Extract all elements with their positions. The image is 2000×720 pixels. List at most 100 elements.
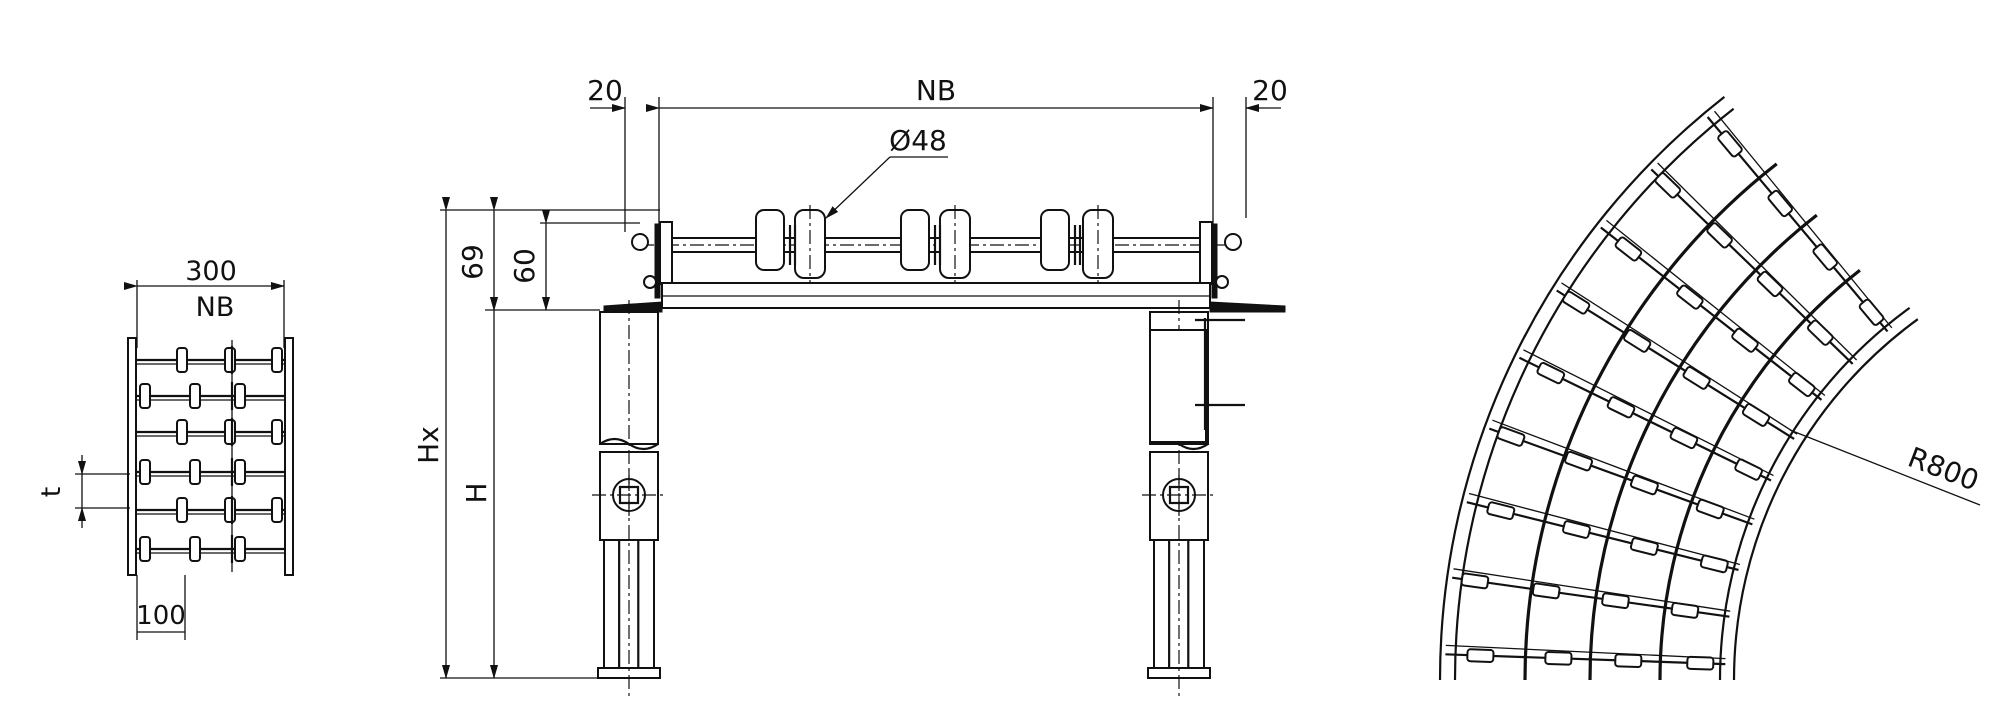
curve-wheel bbox=[1460, 572, 1490, 590]
right-base-plate bbox=[1209, 301, 1286, 313]
wheel bbox=[224, 347, 236, 373]
dim-span-nb: NB bbox=[916, 74, 956, 107]
wheel bbox=[189, 459, 201, 485]
curve-wheel bbox=[1695, 498, 1725, 520]
dim-nb-left: NB bbox=[196, 292, 235, 323]
inner-rail-outer bbox=[1732, 318, 1919, 681]
curve-wheel bbox=[1858, 298, 1885, 326]
dim-pitch-t: t bbox=[36, 487, 67, 498]
curve-wheel bbox=[1606, 396, 1636, 419]
wheel bbox=[224, 497, 236, 523]
dim-offset-100: 100 bbox=[136, 601, 186, 631]
dim-height-69: 69 bbox=[456, 244, 489, 280]
curve-wheel bbox=[1767, 189, 1793, 218]
curve-wheel bbox=[1717, 130, 1743, 158]
radial-axle-edge bbox=[1445, 644, 1726, 660]
radial-axle-edge bbox=[1523, 349, 1774, 477]
curve-wheel bbox=[1629, 537, 1659, 556]
bolt-right bbox=[1224, 233, 1242, 251]
dim-gap-left-20: 20 bbox=[587, 74, 623, 107]
curve-wheel bbox=[1706, 222, 1733, 249]
curve-wheel bbox=[1466, 648, 1495, 663]
radial-axle-edge bbox=[1605, 219, 1826, 397]
curve-wheel bbox=[1654, 172, 1682, 199]
dim-total-height-hx: Hx bbox=[412, 426, 445, 464]
bolt-lower-right bbox=[1215, 275, 1229, 289]
bolt-lower-left bbox=[643, 275, 657, 289]
curve-wheel bbox=[1682, 366, 1711, 390]
curve-wheel bbox=[1496, 426, 1526, 447]
dim-radius-r800: R800 bbox=[1903, 441, 1983, 498]
curve-wheel bbox=[1807, 319, 1834, 346]
curve-wheel bbox=[1614, 236, 1643, 262]
left-rail bbox=[127, 337, 137, 576]
left-view-roller-track bbox=[127, 337, 294, 576]
curve-wheel bbox=[1676, 284, 1704, 310]
dim-gap-right-20: 20 bbox=[1252, 74, 1288, 107]
curve-wheel bbox=[1670, 602, 1700, 619]
wheel bbox=[176, 347, 188, 373]
right-bracket-wheel bbox=[1199, 221, 1213, 285]
curve-wheel bbox=[1536, 362, 1566, 385]
dim-height-60: 60 bbox=[508, 248, 541, 284]
bolt-head bbox=[1168, 485, 1190, 505]
radial-axle-edge bbox=[1468, 492, 1741, 566]
left-view-dimensions: 300 NB t 100 bbox=[36, 256, 285, 640]
right-leg-mount bbox=[1149, 329, 1207, 443]
wheel bbox=[189, 383, 201, 409]
roller-wheel-small bbox=[755, 209, 785, 271]
curve-view-dimensions: R800 bbox=[1789, 429, 1983, 506]
wheel bbox=[271, 419, 283, 445]
roller-wheel-small bbox=[1040, 209, 1070, 271]
bolt-head bbox=[618, 485, 640, 505]
roller-wheel-small bbox=[900, 209, 930, 271]
curve-view-roller-bend bbox=[1438, 96, 1919, 681]
dim-height-h: H bbox=[460, 482, 493, 503]
wheel bbox=[139, 459, 151, 485]
curve-wheel bbox=[1812, 243, 1838, 271]
curve-wheel bbox=[1601, 592, 1630, 610]
wheel bbox=[224, 419, 236, 445]
wheel bbox=[234, 383, 246, 409]
curve-wheel bbox=[1562, 290, 1591, 315]
front-view-structure bbox=[592, 205, 1286, 698]
curve-wheel bbox=[1734, 458, 1763, 481]
curve-wheel bbox=[1629, 474, 1659, 496]
wheel bbox=[176, 497, 188, 523]
dim-width-300: 300 bbox=[185, 256, 237, 287]
wheel bbox=[139, 383, 151, 409]
wheel bbox=[271, 347, 283, 373]
front-view-frame: 20 NB 20 Ø48 69 60 Hx H bbox=[412, 74, 1288, 679]
right-bracket-wall bbox=[1211, 223, 1218, 299]
wheel bbox=[234, 536, 246, 562]
right-rail bbox=[284, 337, 294, 576]
curve-wheel bbox=[1564, 450, 1594, 472]
curve-wheel bbox=[1531, 582, 1561, 600]
left-base-plate bbox=[603, 301, 663, 313]
dim-wheel-diameter: Ø48 bbox=[889, 124, 947, 157]
curve-wheel bbox=[1486, 501, 1516, 521]
wheel bbox=[189, 536, 201, 562]
left-bracket-wheel bbox=[659, 221, 673, 285]
bolt-left bbox=[631, 233, 649, 251]
curve-wheel bbox=[1562, 520, 1591, 539]
wheel bbox=[139, 536, 151, 562]
wheel bbox=[271, 497, 283, 523]
curve-wheel bbox=[1686, 655, 1715, 671]
wheel bbox=[176, 419, 188, 445]
curve-wheel bbox=[1544, 650, 1573, 666]
curve-wheel bbox=[1699, 554, 1729, 574]
left-leg bbox=[592, 300, 666, 698]
curve-wheel bbox=[1741, 403, 1771, 427]
wheel bbox=[234, 459, 246, 485]
curve-wheel bbox=[1756, 270, 1784, 298]
curve-wheel bbox=[1788, 371, 1816, 398]
curve-wheel bbox=[1731, 327, 1759, 353]
curve-wheel bbox=[1669, 426, 1699, 450]
curve-wheel bbox=[1623, 329, 1652, 353]
radial-axle-edge bbox=[1713, 110, 1893, 329]
left-bracket-wall bbox=[654, 223, 661, 299]
inner-rail-inner bbox=[1718, 307, 1911, 681]
outer-rail-outer bbox=[1438, 96, 1726, 681]
